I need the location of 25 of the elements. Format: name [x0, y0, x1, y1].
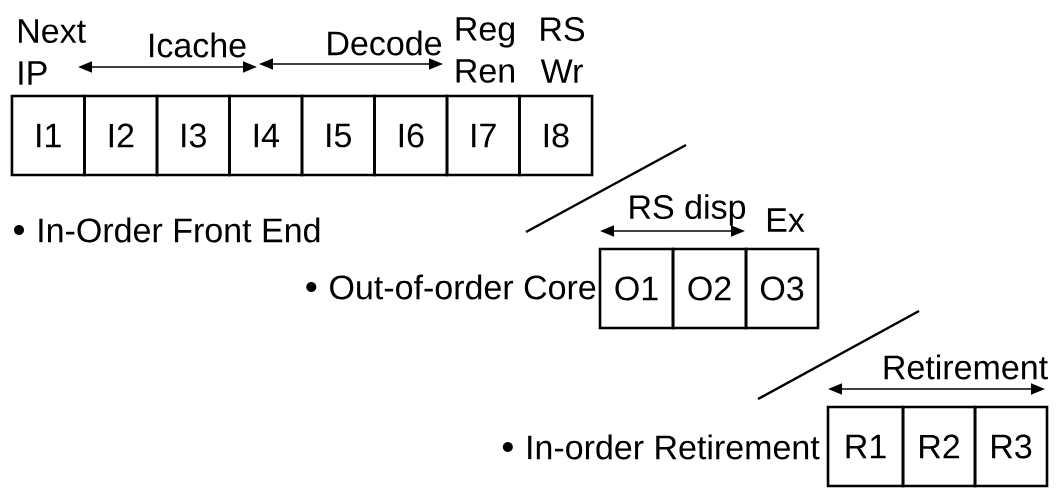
stage-box: I1 — [10, 94, 86, 177]
stage-box: I5 — [300, 94, 376, 177]
stage-label: Retirement — [884, 354, 1048, 380]
stage-box: R1 — [826, 405, 905, 488]
stage-label: Out-of-order Core — [330, 274, 596, 300]
stage-label: RS disp — [630, 194, 746, 226]
stage-box: I7 — [445, 94, 521, 177]
stage-box: O3 — [744, 247, 820, 330]
stage-label: Decode — [328, 30, 442, 56]
stage-box: I2 — [83, 94, 159, 177]
stage-box: I8 — [518, 94, 594, 177]
stage-box: I4 — [228, 94, 304, 177]
stage-box: O1 — [598, 247, 675, 330]
stage-label: Ex — [767, 208, 805, 232]
stage-label: In-order Retirement — [528, 434, 820, 460]
stage-box: I6 — [373, 94, 449, 177]
stage-label: In-Order Front End — [39, 217, 320, 243]
stage-box: R2 — [901, 405, 977, 488]
stage-box: R3 — [973, 405, 1049, 488]
stage-label: RS Wr — [540, 17, 585, 83]
stage-label: Next IP — [19, 19, 86, 85]
stage-box: O2 — [671, 247, 748, 330]
stage-box: I3 — [155, 94, 231, 177]
stage-label: Reg Ren — [456, 17, 514, 83]
stage-label: Icache — [150, 32, 246, 58]
